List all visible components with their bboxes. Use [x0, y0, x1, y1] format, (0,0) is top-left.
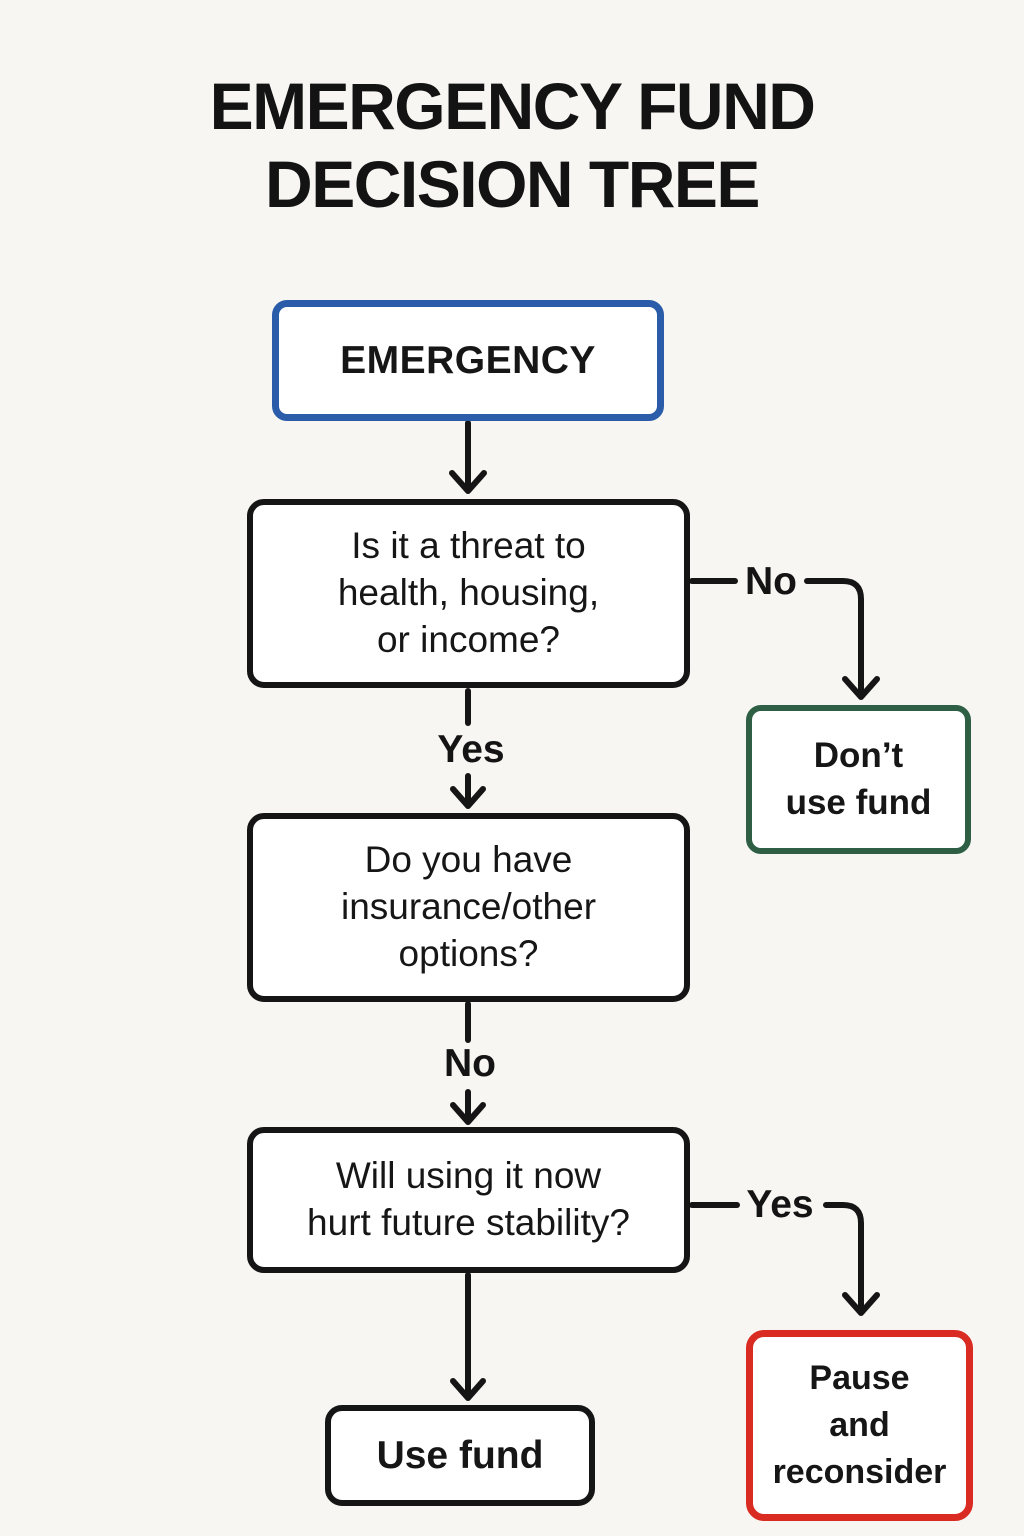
page-title: EMERGENCY FUND DECISION TREE	[0, 68, 1024, 224]
node-question-threat: Is it a threat to health, housing, or in…	[247, 499, 690, 688]
page-title-line1: EMERGENCY FUND	[209, 69, 816, 143]
node-question-insurance: Do you have insurance/other options?	[247, 813, 690, 1002]
edge-start-to-threat	[449, 420, 487, 494]
node-emergency-label: EMERGENCY	[340, 338, 596, 382]
node-pause-reconsider-label: Pause and reconsider	[772, 1359, 947, 1491]
node-dont-use-fund-label: Don’t use fund	[785, 735, 932, 822]
edge-label-threat-no: No	[745, 560, 797, 603]
edge-label-stability-yes: Yes	[746, 1183, 814, 1226]
node-pause-reconsider: Pause and reconsider	[746, 1330, 973, 1521]
node-question-stability: Will using it now hurt future stability?	[247, 1127, 690, 1273]
node-dont-use-fund: Don’t use fund	[746, 705, 971, 854]
edge-label-insurance-no: No	[444, 1042, 496, 1085]
edge-label-threat-yes: Yes	[437, 728, 505, 771]
node-question-insurance-label: Do you have insurance/other options?	[340, 839, 597, 974]
node-question-threat-label: Is it a threat to health, housing, or in…	[337, 525, 600, 660]
node-use-fund-label: Use fund	[376, 1433, 544, 1477]
page-title-line2: DECISION TREE	[265, 146, 760, 221]
edge-stability-to-use-fund	[450, 1272, 486, 1401]
node-question-stability-label: Will using it now hurt future stability?	[307, 1155, 630, 1243]
node-use-fund: Use fund	[325, 1405, 595, 1506]
node-emergency: EMERGENCY	[272, 300, 664, 421]
